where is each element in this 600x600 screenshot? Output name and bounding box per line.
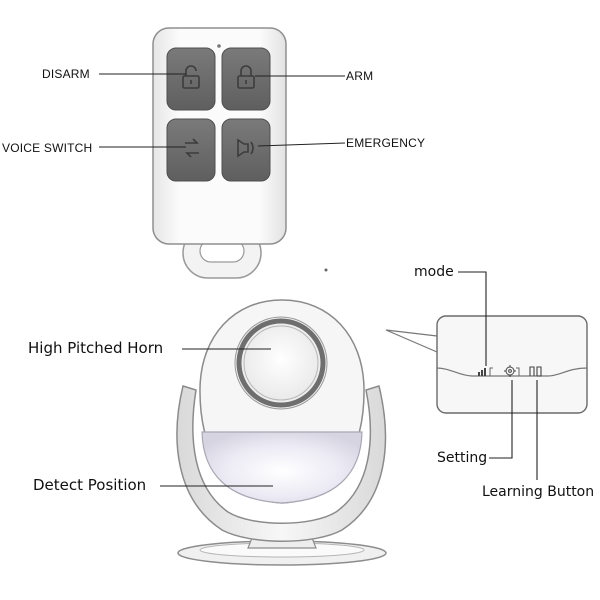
alarm-sensor-unit — [160, 299, 387, 566]
alarm-leader-lines — [160, 348, 273, 487]
gear-icon — [504, 365, 516, 377]
remote-control — [99, 27, 346, 279]
learning-button-icon — [529, 366, 542, 377]
voice-switch-label: VOICE SWITCH — [2, 141, 93, 155]
detect-position-label: Detect Position — [33, 476, 147, 494]
high-pitched-horn — [234, 316, 328, 410]
detect-lens — [201, 431, 363, 504]
arm-label: ARM — [346, 69, 374, 83]
remote-leader-lines — [99, 73, 346, 148]
signal-bars-icon — [478, 368, 486, 376]
alarm-cradle — [176, 385, 387, 542]
lock-open-icon — [182, 65, 200, 89]
emergency-button[interactable] — [221, 118, 271, 182]
emergency-label: EMERGENCY — [346, 136, 426, 150]
stray-dot — [324, 268, 328, 272]
horn-label: High Pitched Horn — [28, 339, 164, 357]
emergency-horn-icon — [237, 138, 254, 158]
setting-label: Setting — [437, 450, 488, 466]
voice-switch-icon — [185, 138, 199, 158]
voice-switch-button[interactable] — [166, 118, 216, 182]
detail-leader-lines — [458, 271, 538, 480]
disarm-label: DISARM — [42, 67, 90, 81]
arm-button[interactable] — [221, 47, 271, 111]
mode-label: mode — [414, 264, 454, 280]
lock-closed-icon — [237, 65, 255, 89]
callout-pointer — [385, 329, 438, 353]
learning-button-label: Learning Button — [482, 484, 595, 500]
disarm-button[interactable] — [166, 47, 216, 111]
remote-led — [217, 44, 221, 48]
detail-callout — [385, 271, 588, 480]
